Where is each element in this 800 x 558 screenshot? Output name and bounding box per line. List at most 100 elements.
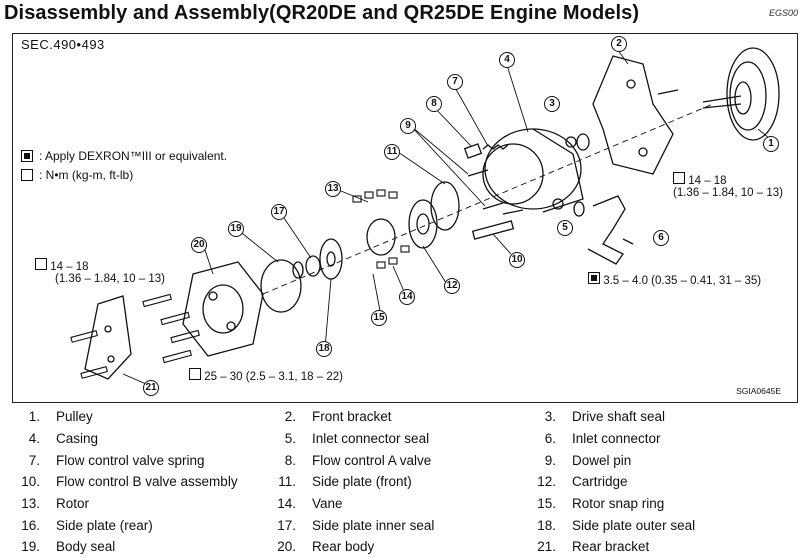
callout-19: 19 — [228, 221, 244, 237]
callout-2: 2 — [611, 36, 627, 52]
part-name: Front bracket — [312, 409, 392, 425]
rear-bracket-shape — [84, 295, 132, 380]
part-name: Inlet connector — [572, 431, 661, 447]
callout-12: 12 — [444, 278, 460, 294]
parts-row: 13. Rotor 14. Vane 15. Rotor snap ring — [0, 493, 800, 515]
part-name: Rotor snap ring — [572, 496, 665, 512]
torque-wrench-icon — [21, 169, 33, 181]
torque-spec-rear-bracket: 14 – 18 (1.36 – 1.84, 10 – 13) — [35, 258, 165, 285]
callout-14: 14 — [399, 289, 415, 305]
callout-11: 11 — [384, 144, 400, 160]
callout-5: 5 — [557, 220, 573, 236]
callout-9: 9 — [400, 118, 416, 134]
callout-15: 15 — [371, 310, 387, 326]
part-number: 6. — [544, 431, 556, 447]
part-number: 12. — [537, 474, 556, 490]
exploded-view-drawing — [70, 47, 780, 388]
callout-3: 3 — [544, 96, 560, 112]
torque-value: 25 – 30 (2.5 – 3.1, 18 – 22) — [204, 371, 343, 383]
part-number: 9. — [544, 452, 556, 468]
callout-17: 17 — [271, 204, 287, 220]
exploded-view-figure: SEC.490•493 : Apply DEXRON™III or equiva… — [12, 33, 798, 403]
part-number: 21. — [537, 539, 556, 555]
part-number: 16. — [21, 517, 40, 533]
part-number: 20. — [277, 539, 296, 555]
legend-apply-text: : Apply DEXRON™III or equivalent. — [39, 149, 228, 163]
part-name: Inlet connector seal — [312, 431, 430, 447]
part-number: 4. — [28, 431, 40, 447]
apply-fluid-icon — [21, 150, 33, 162]
part-name: Flow control A valve — [312, 452, 432, 468]
torque-wrench-icon — [588, 272, 600, 284]
callout-8: 8 — [426, 96, 442, 112]
part-name: Side plate inner seal — [312, 517, 435, 533]
part-number: 10. — [21, 474, 40, 490]
torque-value: 3.5 – 4.0 (0.35 – 0.41, 31 – 35) — [603, 275, 762, 287]
part-number: 1. — [28, 409, 40, 425]
part-number: 17. — [277, 517, 296, 533]
part-name: Rear body — [312, 539, 375, 555]
part-name: Vane — [312, 496, 343, 512]
parts-row: 1. Pulley 2. Front bracket 3. Drive shaft s… — [0, 406, 800, 428]
part-number: 5. — [284, 431, 296, 447]
part-name: Flow control B valve assembly — [56, 474, 238, 490]
callout-10: 10 — [509, 252, 525, 268]
part-name: Body seal — [56, 539, 116, 555]
callout-6: 6 — [653, 230, 669, 246]
part-number: 13. — [21, 496, 40, 512]
callout-18: 18 — [316, 341, 332, 357]
part-number: 15. — [537, 496, 556, 512]
part-name: Drive shaft seal — [572, 409, 666, 425]
inlet-connector-shape — [587, 195, 626, 265]
front-bracket-shape — [592, 55, 674, 175]
part-name: Side plate outer seal — [572, 517, 696, 533]
parts-row: 7.Flow control valve spring 8.Flow contr… — [0, 449, 800, 471]
part-number: 19. — [21, 539, 40, 555]
part-name: Casing — [56, 431, 99, 447]
part-number: 2. — [284, 409, 296, 425]
callout-21: 21 — [143, 380, 159, 396]
part-number: 7. — [28, 452, 40, 468]
part-name: Dowel pin — [572, 452, 632, 468]
rotor-shape — [366, 218, 396, 256]
torque-value-detail: (1.36 – 1.84, 10 – 13) — [55, 273, 165, 285]
torque-value: 14 – 18 — [50, 261, 89, 273]
part-name: Flow control valve spring — [56, 452, 205, 468]
part-name: Pulley — [56, 409, 93, 425]
parts-row: 16. Side plate (rear) 17. Side plate inner… — [0, 514, 800, 536]
part-name: Rotor — [56, 496, 90, 512]
torque-spec-rear-body: 25 – 30 (2.5 – 3.1, 18 – 22) — [189, 368, 343, 383]
pulley-shape — [726, 47, 780, 141]
part-number: 11. — [278, 474, 296, 490]
part-name: Cartridge — [572, 474, 628, 490]
torque-spec-inlet-connector: 3.5 – 4.0 (0.35 – 0.41, 31 – 35) — [588, 272, 761, 287]
callout-4: 4 — [499, 52, 515, 68]
torque-wrench-icon — [673, 172, 685, 184]
page-code: EGS00 — [768, 8, 798, 18]
page-title: Disassembly and Assembly(QR20DE and QR25… — [4, 2, 640, 24]
parts-row: 4. Casing 5. Inlet connector seal 6. Inlet … — [0, 428, 800, 450]
callout-7: 7 — [447, 74, 463, 90]
part-number: 14. — [277, 496, 296, 512]
torque-wrench-icon — [189, 368, 201, 380]
part-name: Rear bracket — [572, 539, 650, 555]
legend-apply-row: : Apply DEXRON™III or equivalent. — [21, 149, 227, 163]
parts-list: 1. Pulley 2. Front bracket 3. Drive shaft s… — [0, 406, 800, 558]
legend-torque-row: : N•m (kg-m, ft-lb) — [21, 168, 133, 182]
torque-value-detail: (1.36 – 1.84, 10 – 13) — [673, 187, 783, 199]
callout-1: 1 — [763, 136, 779, 152]
part-number: 3. — [544, 409, 556, 425]
callout-20: 20 — [191, 237, 207, 253]
section-reference: SEC.490•493 — [21, 37, 105, 52]
parts-row: 10. Flow control B valve assembly 11. Side… — [0, 471, 800, 493]
rear-body-shape — [182, 261, 264, 357]
legend-torque-text: : N•m (kg-m, ft-lb) — [39, 168, 134, 182]
part-number: 18. — [537, 517, 556, 533]
part-name: Side plate (front) — [312, 474, 412, 490]
figure-id: SGIA0645E — [736, 386, 781, 396]
torque-spec-front-bracket: 14 – 18 (1.36 – 1.84, 10 – 13) — [673, 172, 783, 199]
part-name: Side plate (rear) — [56, 517, 153, 533]
callout-13: 13 — [325, 181, 341, 197]
torque-wrench-icon — [35, 258, 47, 270]
parts-row: 19. Body seal 20. Rear body 21. Rear bracke… — [0, 536, 800, 558]
